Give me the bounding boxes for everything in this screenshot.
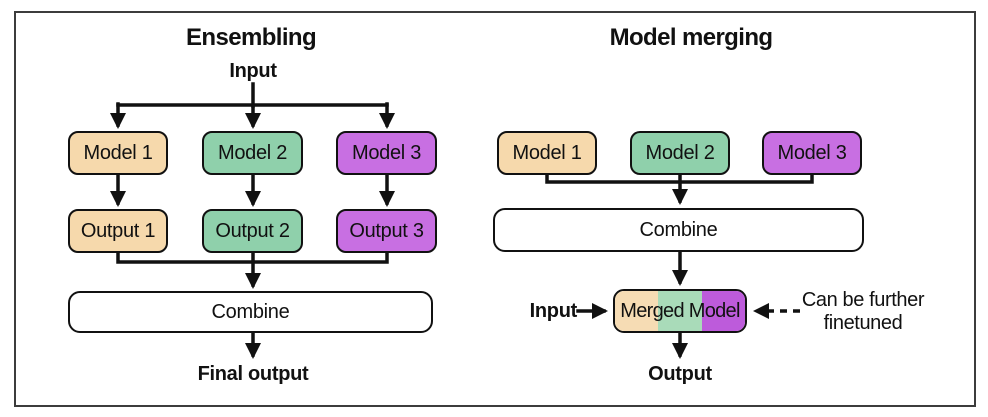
ensembling-output-1-box: Output 1 [68,209,168,253]
ensembling-combine-box: Combine [68,291,433,333]
merged-segment-model2 [658,291,702,331]
merging-model-1-box: Model 1 [497,131,597,175]
ensembling-connectors [109,82,396,360]
ensembling-output-3-box: Output 3 [336,209,437,253]
merging-model-2-box: Model 2 [630,131,730,175]
merging-combine-box: Combine [493,208,864,252]
ensembling-final-output-label: Final output [197,363,309,385]
merging-model-3-box: Model 3 [762,131,862,175]
merging-output-label: Output [648,363,712,385]
ensembling-output-2-box: Output 2 [202,209,303,253]
finetune-annotation: Can be further finetuned [795,289,931,335]
ensembling-input-label: Input [229,60,277,82]
merged-model-box [613,289,747,333]
ensembling-model-1-box: Model 1 [68,131,168,175]
ensembling-model-2-box: Model 2 [202,131,303,175]
merged-model-label: Merged Model [620,299,740,322]
finetune-annotation-line1: Can be further [801,289,925,311]
ensembling-title: Ensembling [185,24,317,51]
merged-segment-model3 [701,291,745,331]
model-merging-connectors [545,171,814,360]
merging-input-label: Input [529,300,578,322]
finetune-annotation-line2: finetuned [823,312,903,334]
model-merging-title: Model merging [609,24,773,51]
merged-segment-model1 [615,291,659,331]
ensembling-model-3-box: Model 3 [336,131,437,175]
